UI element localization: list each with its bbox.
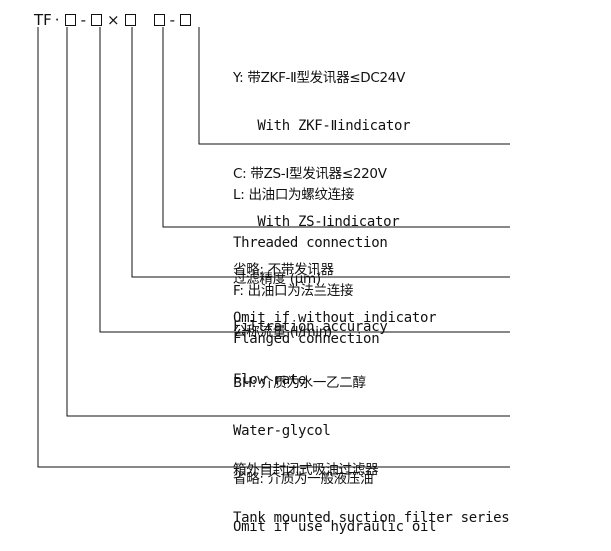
medium-line: BH: 介质为水一乙二醇 (233, 375, 366, 391)
series-line: 箱外自封闭式吸油过滤器 (233, 462, 379, 478)
code-box-connection (153, 14, 165, 26)
code-dot: · (54, 11, 60, 29)
indicator-line: C: 带ZS-Ⅰ型发讯器≤220V (233, 166, 387, 182)
code-box-accuracy (124, 14, 136, 26)
group-indicator: Y: 带ZKF-Ⅱ型发讯器≤DC24V With ZKF-Ⅱindicator … (233, 38, 437, 342)
code-prefix: TF (34, 11, 52, 29)
code-dash: - (80, 11, 86, 29)
medium-line: Water-glycol (233, 423, 331, 439)
medium-line: 省略: 介质为一般液压油 (233, 471, 374, 487)
leader-medium (66, 27, 510, 417)
leader-indicator (198, 27, 510, 145)
indicator-line: Y: 带ZKF-Ⅱ型发讯器≤DC24V (233, 70, 406, 86)
indicator-line: Omit if without indicator (233, 310, 437, 326)
leader-flow (99, 27, 510, 333)
connection-line: L: 出油口为螺纹连接 (233, 187, 355, 203)
code-box-indicator (180, 14, 191, 26)
connection-line: Threaded connection (233, 235, 388, 251)
accuracy-line: 过滤精度 (μm) (233, 271, 321, 287)
code-box-medium (64, 14, 76, 26)
flow-line: 公称流量 (l/min) (233, 324, 332, 340)
group-connection: L: 出油口为螺纹连接 Threaded connection F: 出油口为法… (233, 155, 388, 363)
series-line: Tank mounted suction filter series (233, 510, 510, 526)
group-flow: 公称流量 (l/min) Flow rate (233, 292, 332, 404)
connection-line: F: 出油口为法兰连接 (233, 283, 354, 299)
connection-line: Flanged connection (233, 331, 380, 347)
leader-connection (162, 27, 510, 228)
code-times: × (107, 11, 120, 29)
indicator-line: With ZKF-Ⅱindicator (233, 118, 411, 134)
group-accuracy: 过滤精度 (μm) Filtration accuracy (233, 239, 388, 351)
flow-line: Flow rate (233, 372, 307, 388)
code-dash: - (169, 11, 175, 29)
accuracy-line: Filtration accuracy (233, 319, 388, 335)
leader-lines (37, 27, 510, 468)
model-code: TF · - × - (34, 9, 193, 31)
leader-series (37, 27, 510, 468)
indicator-line: With ZS-Ⅰindicator (233, 214, 400, 230)
code-box-flow (91, 14, 102, 26)
indicator-line: 省略: 不带发讯器 (233, 262, 334, 278)
group-series: 箱外自封闭式吸油过滤器 Tank mounted suction filter … (233, 430, 510, 542)
leader-accuracy (131, 27, 510, 278)
